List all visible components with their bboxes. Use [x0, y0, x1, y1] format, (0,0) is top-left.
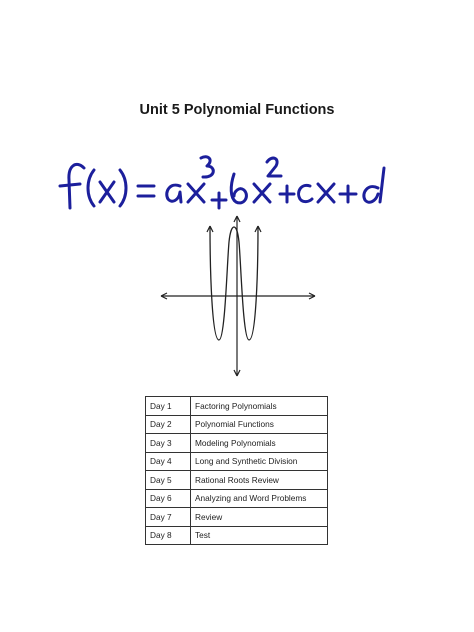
day-cell: Day 6 [145, 488, 191, 508]
unit-schedule-table: Day 1 Factoring Polynomials Day 2 Polyno… [145, 396, 328, 545]
cubic-sketch-graph [155, 212, 320, 380]
handwritten-formula [58, 150, 418, 220]
topic-cell: Modeling Polynomials [190, 433, 328, 453]
table-row: Day 4 Long and Synthetic Division [145, 451, 328, 471]
table-row: Day 6 Analyzing and Word Problems [145, 488, 328, 508]
day-cell: Day 5 [145, 470, 191, 490]
topic-cell: Rational Roots Review [190, 470, 328, 490]
table-row: Day 7 Review [145, 507, 328, 527]
topic-cell: Test [190, 525, 328, 545]
page-title: Unit 5 Polynomial Functions [139, 102, 335, 118]
table-row: Day 5 Rational Roots Review [145, 470, 328, 490]
table-row: Day 1 Factoring Polynomials [145, 396, 328, 416]
table-row: Day 8 Test [145, 525, 328, 545]
day-cell: Day 8 [145, 525, 191, 545]
topic-cell: Analyzing and Word Problems [190, 488, 328, 508]
curve [209, 225, 259, 341]
table-row: Day 3 Modeling Polynomials [145, 433, 328, 453]
topic-cell: Long and Synthetic Division [190, 451, 328, 471]
topic-cell: Polynomial Functions [190, 414, 328, 434]
day-cell: Day 3 [145, 433, 191, 453]
topic-cell: Review [190, 507, 328, 527]
formula-graphic [58, 155, 386, 210]
table-row: Day 2 Polynomial Functions [145, 414, 328, 434]
day-cell: Day 4 [145, 451, 191, 471]
day-cell: Day 7 [145, 507, 191, 527]
day-cell: Day 1 [145, 396, 191, 416]
graph-graphic [160, 215, 316, 377]
topic-cell: Factoring Polynomials [190, 396, 328, 416]
day-cell: Day 2 [145, 414, 191, 434]
